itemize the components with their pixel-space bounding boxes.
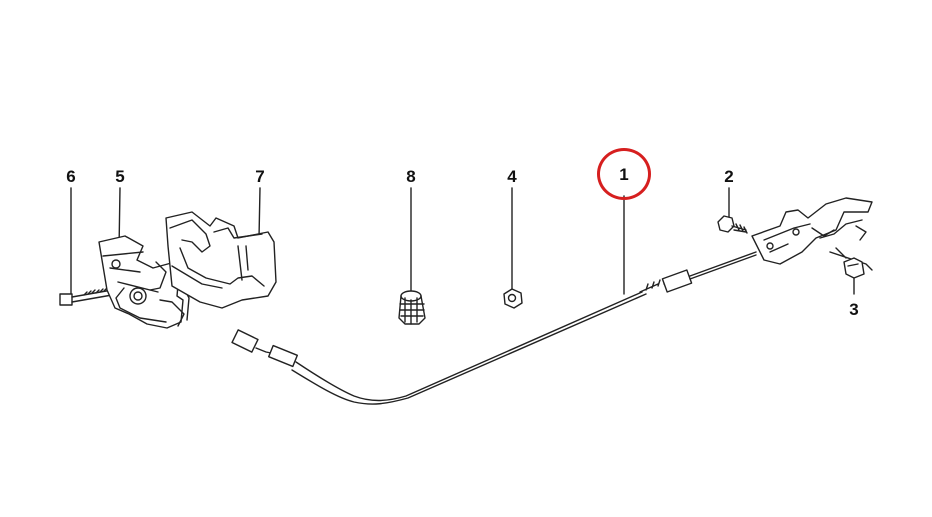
callout-label-3: 3: [849, 300, 859, 319]
leader-lines: [70, 187, 855, 298]
callout-label-7: 7: [255, 167, 265, 186]
callout-label-2: 2: [724, 167, 734, 186]
callout-label-8: 8: [406, 167, 416, 186]
callout-label-5: 5: [115, 167, 125, 186]
part-1-cable: [231, 251, 757, 405]
highlight-circle-part-1: [597, 148, 651, 200]
callout-label-1: 1: [619, 165, 629, 184]
part-7-cover: [165, 211, 277, 309]
part-2-screw: [717, 215, 748, 234]
callout-label-4: 4: [507, 167, 517, 186]
release-lever: [751, 197, 873, 271]
callout-label-6: 6: [66, 167, 76, 186]
part-3-clip: [843, 257, 865, 279]
part-5-hood-lock: [98, 235, 190, 329]
part-6-bolt: [59, 287, 113, 306]
part-8-grommet: [398, 290, 426, 325]
part-4-nut: [503, 288, 523, 309]
